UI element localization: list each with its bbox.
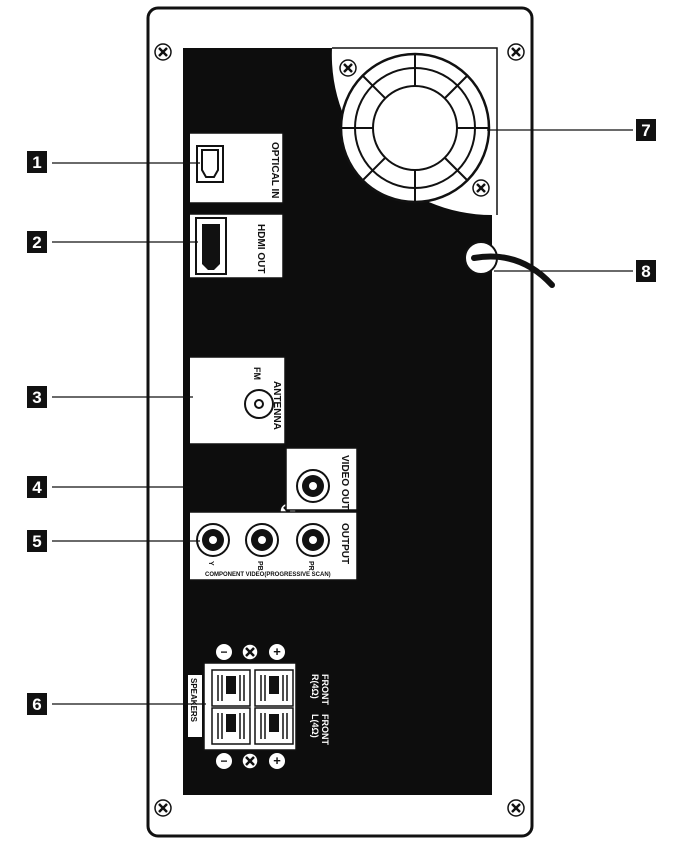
svg-text:4: 4 [32,478,42,497]
front-r-ohm-label: R(4Ω) [310,674,320,699]
optical-in-jack[interactable] [190,132,284,204]
speakers-label: SPEAKERS [189,678,198,723]
minus-terminal-top: − [216,644,232,660]
hdmi-out-port[interactable] [190,213,284,279]
corner-screw-icon [154,43,172,61]
component-video-label: COMPONENT VIDEO(PROGRESSIVE SCAN) [205,572,331,578]
fan-grille [339,52,491,204]
front-l-ohm-label: L(4Ω) [310,714,320,738]
power-cord [464,241,555,288]
component-pb-label: PB [256,561,263,571]
svg-text:8: 8 [641,262,650,281]
corner-screw-icon [507,43,525,61]
corner-screw-icon [507,799,525,817]
plus-terminal-top: + [269,644,285,660]
leader-lines [52,129,633,705]
callout-8: 8 [636,260,656,282]
corner-screw-icon [154,799,172,817]
svg-text:+: + [273,753,281,768]
svg-text:+: + [273,644,281,659]
component-y-label: Y [207,561,214,566]
fan-screw-icon [472,179,490,197]
fan-area-outline [332,47,498,215]
callout-3: 3 [27,386,47,408]
minus-terminal-bottom: − [216,753,232,769]
output-label: OUTPUT [339,523,350,564]
speakers-label-bg [188,675,202,737]
speaker-screw-bottom-icon [241,752,259,770]
fm-label: FM [252,367,262,380]
video-out-label: VIDEO OUT [339,455,350,510]
svg-text:5: 5 [32,532,41,551]
callout-6: 6 [27,693,47,715]
antenna-label: ANTENNA [271,381,282,430]
svg-text:−: − [220,754,227,768]
callout-7: 7 [636,119,656,141]
front-r-label: FRONT [320,674,330,705]
callout-1: 1 [27,151,47,173]
component-pr-label: PR [307,561,314,571]
fan-screw-icon [339,59,357,77]
component-jack-pr[interactable] [296,523,330,557]
antenna-terminal[interactable] [190,356,286,445]
svg-text:6: 6 [32,695,41,714]
svg-text:2: 2 [32,233,41,252]
front-l-label: FRONT [320,714,330,745]
callout-4: 4 [27,476,47,498]
video-out-jack[interactable] [285,447,358,511]
speaker-terminals[interactable] [203,662,297,751]
svg-text:1: 1 [32,153,41,172]
component-jack-pb[interactable] [245,523,279,557]
optical-in-label: OPTICAL IN [269,142,280,198]
callout-5: 5 [27,530,47,552]
svg-text:7: 7 [641,121,650,140]
component-jack-y[interactable] [196,523,230,557]
callout-2: 2 [27,231,47,253]
plus-terminal-bottom: + [269,753,285,769]
svg-text:3: 3 [32,388,41,407]
svg-text:−: − [220,645,227,659]
speaker-screw-top-icon [241,643,259,661]
hdmi-out-label: HDMI OUT [255,224,266,273]
